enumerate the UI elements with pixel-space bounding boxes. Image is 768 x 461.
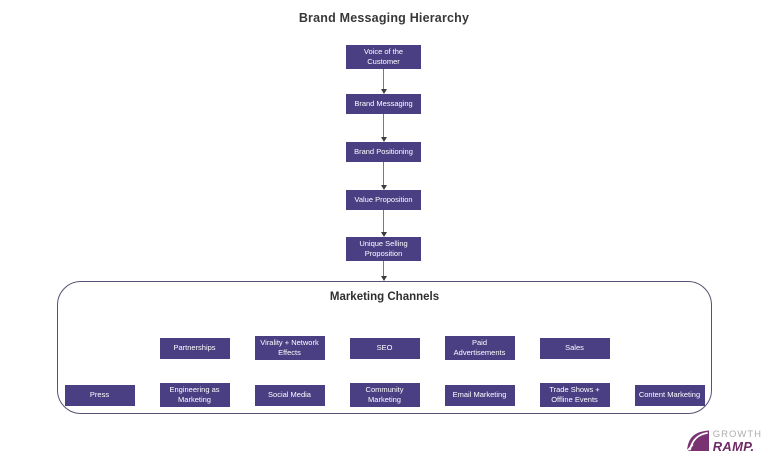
marketing-channels-grid: Partnerships Virality + Network Effects … — [58, 334, 711, 409]
channel-email-marketing: Email Marketing — [444, 384, 515, 406]
channel-trade-shows-offline-events: Trade Shows + Offline Events — [539, 383, 610, 407]
node-value-proposition: Value Proposition — [346, 190, 421, 210]
down-arrow-icon — [380, 69, 387, 94]
logo-text: GROWTH RAMP. — [712, 428, 762, 454]
channel-social-media: Social Media — [254, 384, 325, 406]
channel-press: Press — [64, 384, 135, 406]
node-unique-selling-proposition: Unique Selling Proposition — [346, 237, 421, 261]
marketing-channels-container: Marketing Channels Partnerships Virality… — [57, 281, 712, 414]
channel-sales: Sales — [539, 337, 610, 359]
down-arrow-icon — [380, 114, 387, 142]
logo-growth-text: GROWTH — [712, 428, 762, 440]
diagram-title: Brand Messaging Hierarchy — [298, 11, 470, 25]
channel-virality-network-effects: Virality + Network Effects — [254, 336, 325, 360]
down-arrow-icon — [380, 162, 387, 190]
node-voice-of-the-customer: Voice of the Customer — [346, 45, 421, 69]
node-brand-positioning: Brand Positioning — [346, 142, 421, 162]
channel-community-marketing: Community Marketing — [349, 383, 420, 407]
leaf-ramp-icon — [685, 430, 709, 453]
down-arrow-icon — [380, 210, 387, 237]
channel-content-marketing: Content Marketing — [634, 384, 705, 406]
channel-engineering-as-marketing: Engineering as Marketing — [159, 383, 230, 407]
channel-seo: SEO — [349, 337, 420, 359]
channel-paid-advertisements: Paid Advertisements — [444, 336, 515, 360]
marketing-channels-title: Marketing Channels — [329, 291, 440, 303]
down-arrow-icon — [380, 261, 387, 281]
logo-ramp-text: RAMP. — [712, 438, 755, 454]
growth-ramp-logo: GROWTH RAMP. — [685, 428, 762, 454]
channel-partnerships: Partnerships — [159, 337, 230, 359]
hierarchy-chain: Voice of the Customer Brand Messaging Br… — [346, 45, 421, 281]
node-brand-messaging: Brand Messaging — [346, 94, 421, 114]
